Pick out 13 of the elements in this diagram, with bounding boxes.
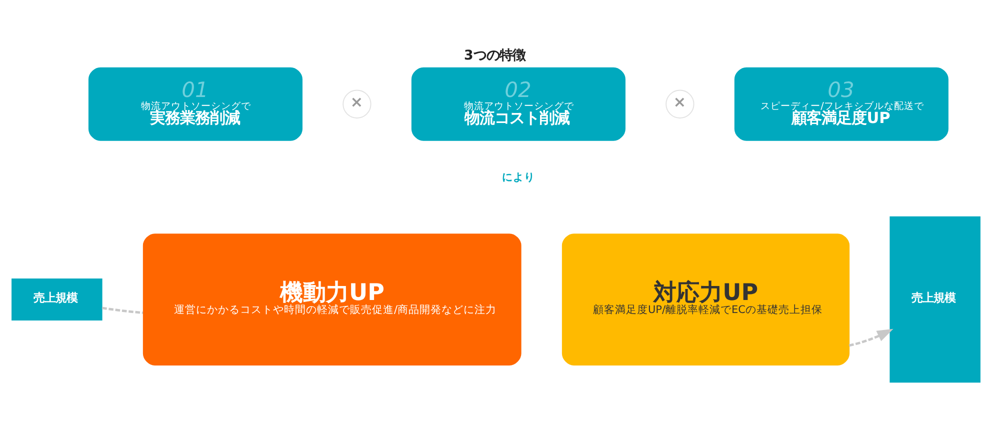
node-box: 機動力UP 運営にかかるコストや時間の軽減で販売促進/商品開発などに注力 [142,234,522,366]
node-box: 03 スピーディー/フレキシブルな配送で 顧客満足度UP [734,67,948,141]
node-circle: × [342,90,372,118]
node-box: 01 物流アウトソーシングで 実務業務削減 [88,67,302,141]
node-circle: × [666,90,694,118]
node-box: 対応力UP 顧客満足度UP/離脱率軽減でECの基礎売上担保 [562,234,850,366]
connector [102,306,144,314]
node-box: 売上規模 [12,278,102,321]
label: により [502,171,536,184]
node-box: 02 物流アウトソーシングで 物流コスト削減 [411,67,626,141]
diagram-title: 3つの特徴 [464,48,526,64]
arrow [848,328,894,347]
node-box: 売上規模 [890,216,980,383]
